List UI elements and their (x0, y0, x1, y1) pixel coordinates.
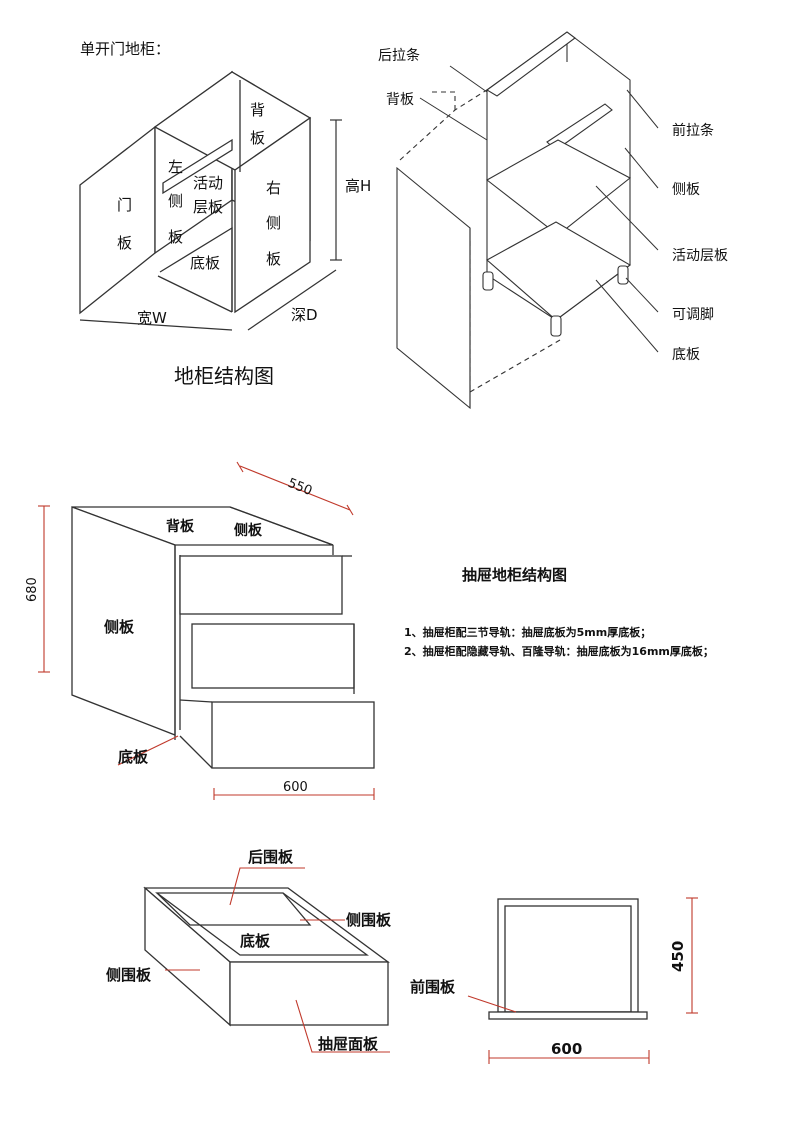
back-label-1: 背 (250, 101, 265, 119)
note-1: 1、抽屉柜配三节导轨：抽屉底板为5mm厚底板； (404, 625, 651, 639)
drawer-inner (155, 892, 369, 956)
back-label-2: 板 (250, 129, 265, 147)
rear-rail (486, 31, 576, 97)
side-panel-label: 侧板 (672, 182, 700, 198)
side-label: 侧板 (104, 618, 135, 636)
bottom-panel (486, 221, 631, 321)
rear-rail-label: 后拉条 (378, 47, 420, 64)
shelf (162, 138, 233, 195)
leg-label: 可调脚 (672, 307, 714, 323)
fig2-leaders (419, 65, 659, 353)
drawer-3 (211, 701, 375, 769)
adjustable-shelf (486, 139, 632, 236)
shelf-label: 活动层板 (672, 248, 728, 264)
top-side-label: 侧板 (234, 522, 263, 539)
drawer-2 (191, 623, 355, 689)
leg-2 (550, 315, 562, 337)
height-450-label: 450 (669, 941, 687, 972)
right-side-label-2: 侧 (266, 214, 281, 232)
bottom-panel-label: 底板 (672, 347, 700, 363)
drawer-1 (179, 555, 343, 615)
fig5-front (488, 898, 648, 1020)
depth-label: 深D (291, 306, 318, 324)
right-side-panel-label: 侧围板 (346, 911, 392, 929)
fig3-cabinet (71, 506, 375, 769)
left-side-panel-label: 侧围板 (106, 966, 152, 984)
right-side-label-3: 板 (266, 250, 281, 268)
door-label-2: 板 (117, 234, 132, 252)
front-rail-label: 前拉条 (672, 122, 714, 139)
front-panel-bar (488, 1011, 648, 1020)
leg-1 (482, 271, 494, 291)
note-2: 2、抽屉柜配隐藏导轨、百隆导轨：抽屉底板为16mm厚底板； (404, 644, 714, 658)
fig3-title: 抽屉地柜结构图 (462, 566, 567, 584)
width-depth-dimension (79, 269, 337, 331)
height-680-label: 680 (25, 577, 40, 602)
width-600-label: 600 (283, 780, 308, 795)
fig4-drawer (143, 886, 390, 1027)
door-panel (79, 125, 156, 315)
left-side-label-3: 板 (168, 228, 183, 246)
depth-550-label: 550 (286, 476, 315, 499)
back-panel-label: 背板 (386, 92, 414, 108)
bottom-label: 底板 (118, 748, 149, 766)
bottom-front-edge (157, 275, 233, 313)
fig5-dimensions (467, 897, 698, 1064)
fig1-cabinet (79, 70, 312, 315)
fig4-leaders (165, 867, 390, 1053)
door-label-1: 门 (117, 196, 132, 214)
height-dimension (330, 119, 342, 261)
right-side-panel (234, 116, 311, 314)
drawer-bottom-label: 底板 (240, 932, 271, 950)
width-label: 宽W (137, 309, 167, 327)
bottom-label: 底板 (190, 254, 220, 272)
shelf-label-1: 活动 (193, 174, 223, 192)
shelf-label-2: 层板 (193, 198, 223, 216)
left-side-label-1: 左 (168, 158, 183, 176)
face-panel (229, 961, 389, 1026)
fig1-title: 单开门地柜： (80, 40, 170, 58)
back-label: 背板 (166, 518, 195, 535)
drawer-outline (497, 898, 639, 1013)
height-label: 高H (345, 177, 371, 195)
fig3-dimensions (38, 461, 375, 800)
right-side-label-1: 右 (266, 179, 281, 197)
front-panel-label: 前围板 (410, 978, 456, 996)
face-panel-label: 抽屉面板 (318, 1035, 379, 1053)
side-panel (396, 166, 471, 410)
bottom-panel (159, 226, 233, 312)
fig2-cabinet (396, 31, 632, 410)
fig1-caption: 地柜结构图 (174, 364, 274, 388)
back-panel-label: 后围板 (248, 848, 294, 866)
width-600-label: 600 (551, 1040, 582, 1058)
left-side-label-2: 侧 (168, 192, 183, 210)
leg-3 (617, 265, 629, 285)
